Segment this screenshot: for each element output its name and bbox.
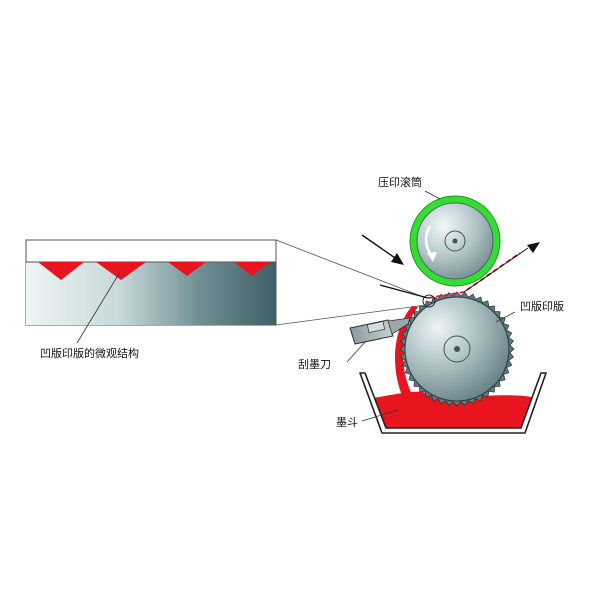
doctor-blade — [349, 317, 411, 345]
substrate-web — [379, 247, 529, 299]
label-gravure-plate: 凹版印版 — [520, 299, 564, 313]
ink-fountain-tray — [359, 372, 547, 434]
leader-micro — [76, 271, 121, 344]
substrate-out — [463, 247, 529, 293]
label-ink-fountain: 墨斗 — [336, 416, 358, 429]
leader-plate — [495, 311, 516, 323]
magnify-line-bottom — [275, 304, 427, 326]
micro-structure-panel — [25, 239, 277, 326]
plate-cylinder-hub — [443, 335, 471, 363]
doctor-blade-edge — [387, 317, 411, 335]
substrate-printed — [427, 252, 521, 299]
impression-cylinder-hub — [444, 230, 466, 252]
doctor-blade-clamp — [366, 321, 386, 333]
rotation-arrowhead — [427, 252, 437, 262]
nip-magnify-marker — [422, 294, 436, 308]
magnify-line-top — [275, 239, 427, 299]
ink-fountain-ink — [373, 391, 532, 428]
feed-arrow-icon — [361, 234, 404, 265]
leader-blade — [346, 340, 367, 363]
exit-arrow-icon — [527, 242, 540, 253]
ink-fountain — [359, 372, 547, 434]
impression-cylinder-hub-inner — [452, 238, 458, 244]
gravure-plate-cylinder — [399, 291, 515, 407]
impression-cylinder — [409, 195, 501, 287]
substrate-in — [379, 284, 429, 299]
label-impression-cylinder: 压印滚筒 — [378, 175, 422, 189]
label-doctor-blade: 刮墨刀 — [298, 357, 331, 371]
ink-cell — [96, 262, 146, 280]
plate-cylinder-hub-inner — [454, 346, 460, 352]
ink-cell — [234, 262, 270, 276]
ink-cell — [168, 262, 206, 276]
label-micro-structure: 凹版印版的微观结构 — [40, 346, 139, 360]
leader-fountain — [361, 409, 399, 422]
ink-film — [394, 306, 418, 400]
ink-cell — [38, 262, 84, 280]
leader-impression — [424, 190, 441, 200]
